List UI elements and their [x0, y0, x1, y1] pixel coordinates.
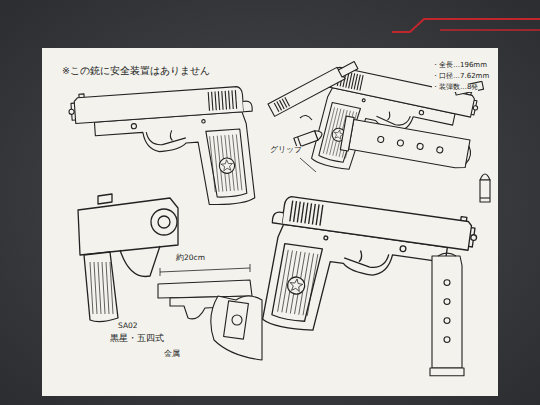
slide-part	[268, 59, 359, 116]
dimension-line	[160, 264, 250, 276]
handwritten-note: 金属	[164, 350, 180, 358]
magazine	[340, 116, 473, 172]
ejector	[300, 115, 312, 120]
paper-card	[42, 48, 498, 396]
spec-line: ・装弾数…8発	[432, 84, 478, 92]
note: ※この銃に安全装置はありません	[62, 66, 210, 76]
cartridge	[294, 129, 324, 148]
hand-holding-pistol	[158, 264, 262, 360]
red-accent-line	[440, 29, 540, 31]
handwritten-note: SA02	[118, 322, 138, 330]
pistol-rear-view	[78, 194, 178, 322]
handwritten-note: 約20cm	[176, 254, 205, 262]
spec-line: ・口径…7.62mm	[432, 73, 489, 81]
handwritten-note: グリップ	[270, 146, 302, 154]
magazine	[430, 253, 464, 376]
pistol-side-view	[68, 82, 259, 215]
leader-line	[300, 158, 316, 172]
red-accent-line	[392, 19, 540, 32]
spec-line: ・全長…196mm	[432, 62, 487, 70]
handwritten-note: 黒星・五四式	[110, 334, 164, 343]
cartridge	[480, 174, 490, 202]
